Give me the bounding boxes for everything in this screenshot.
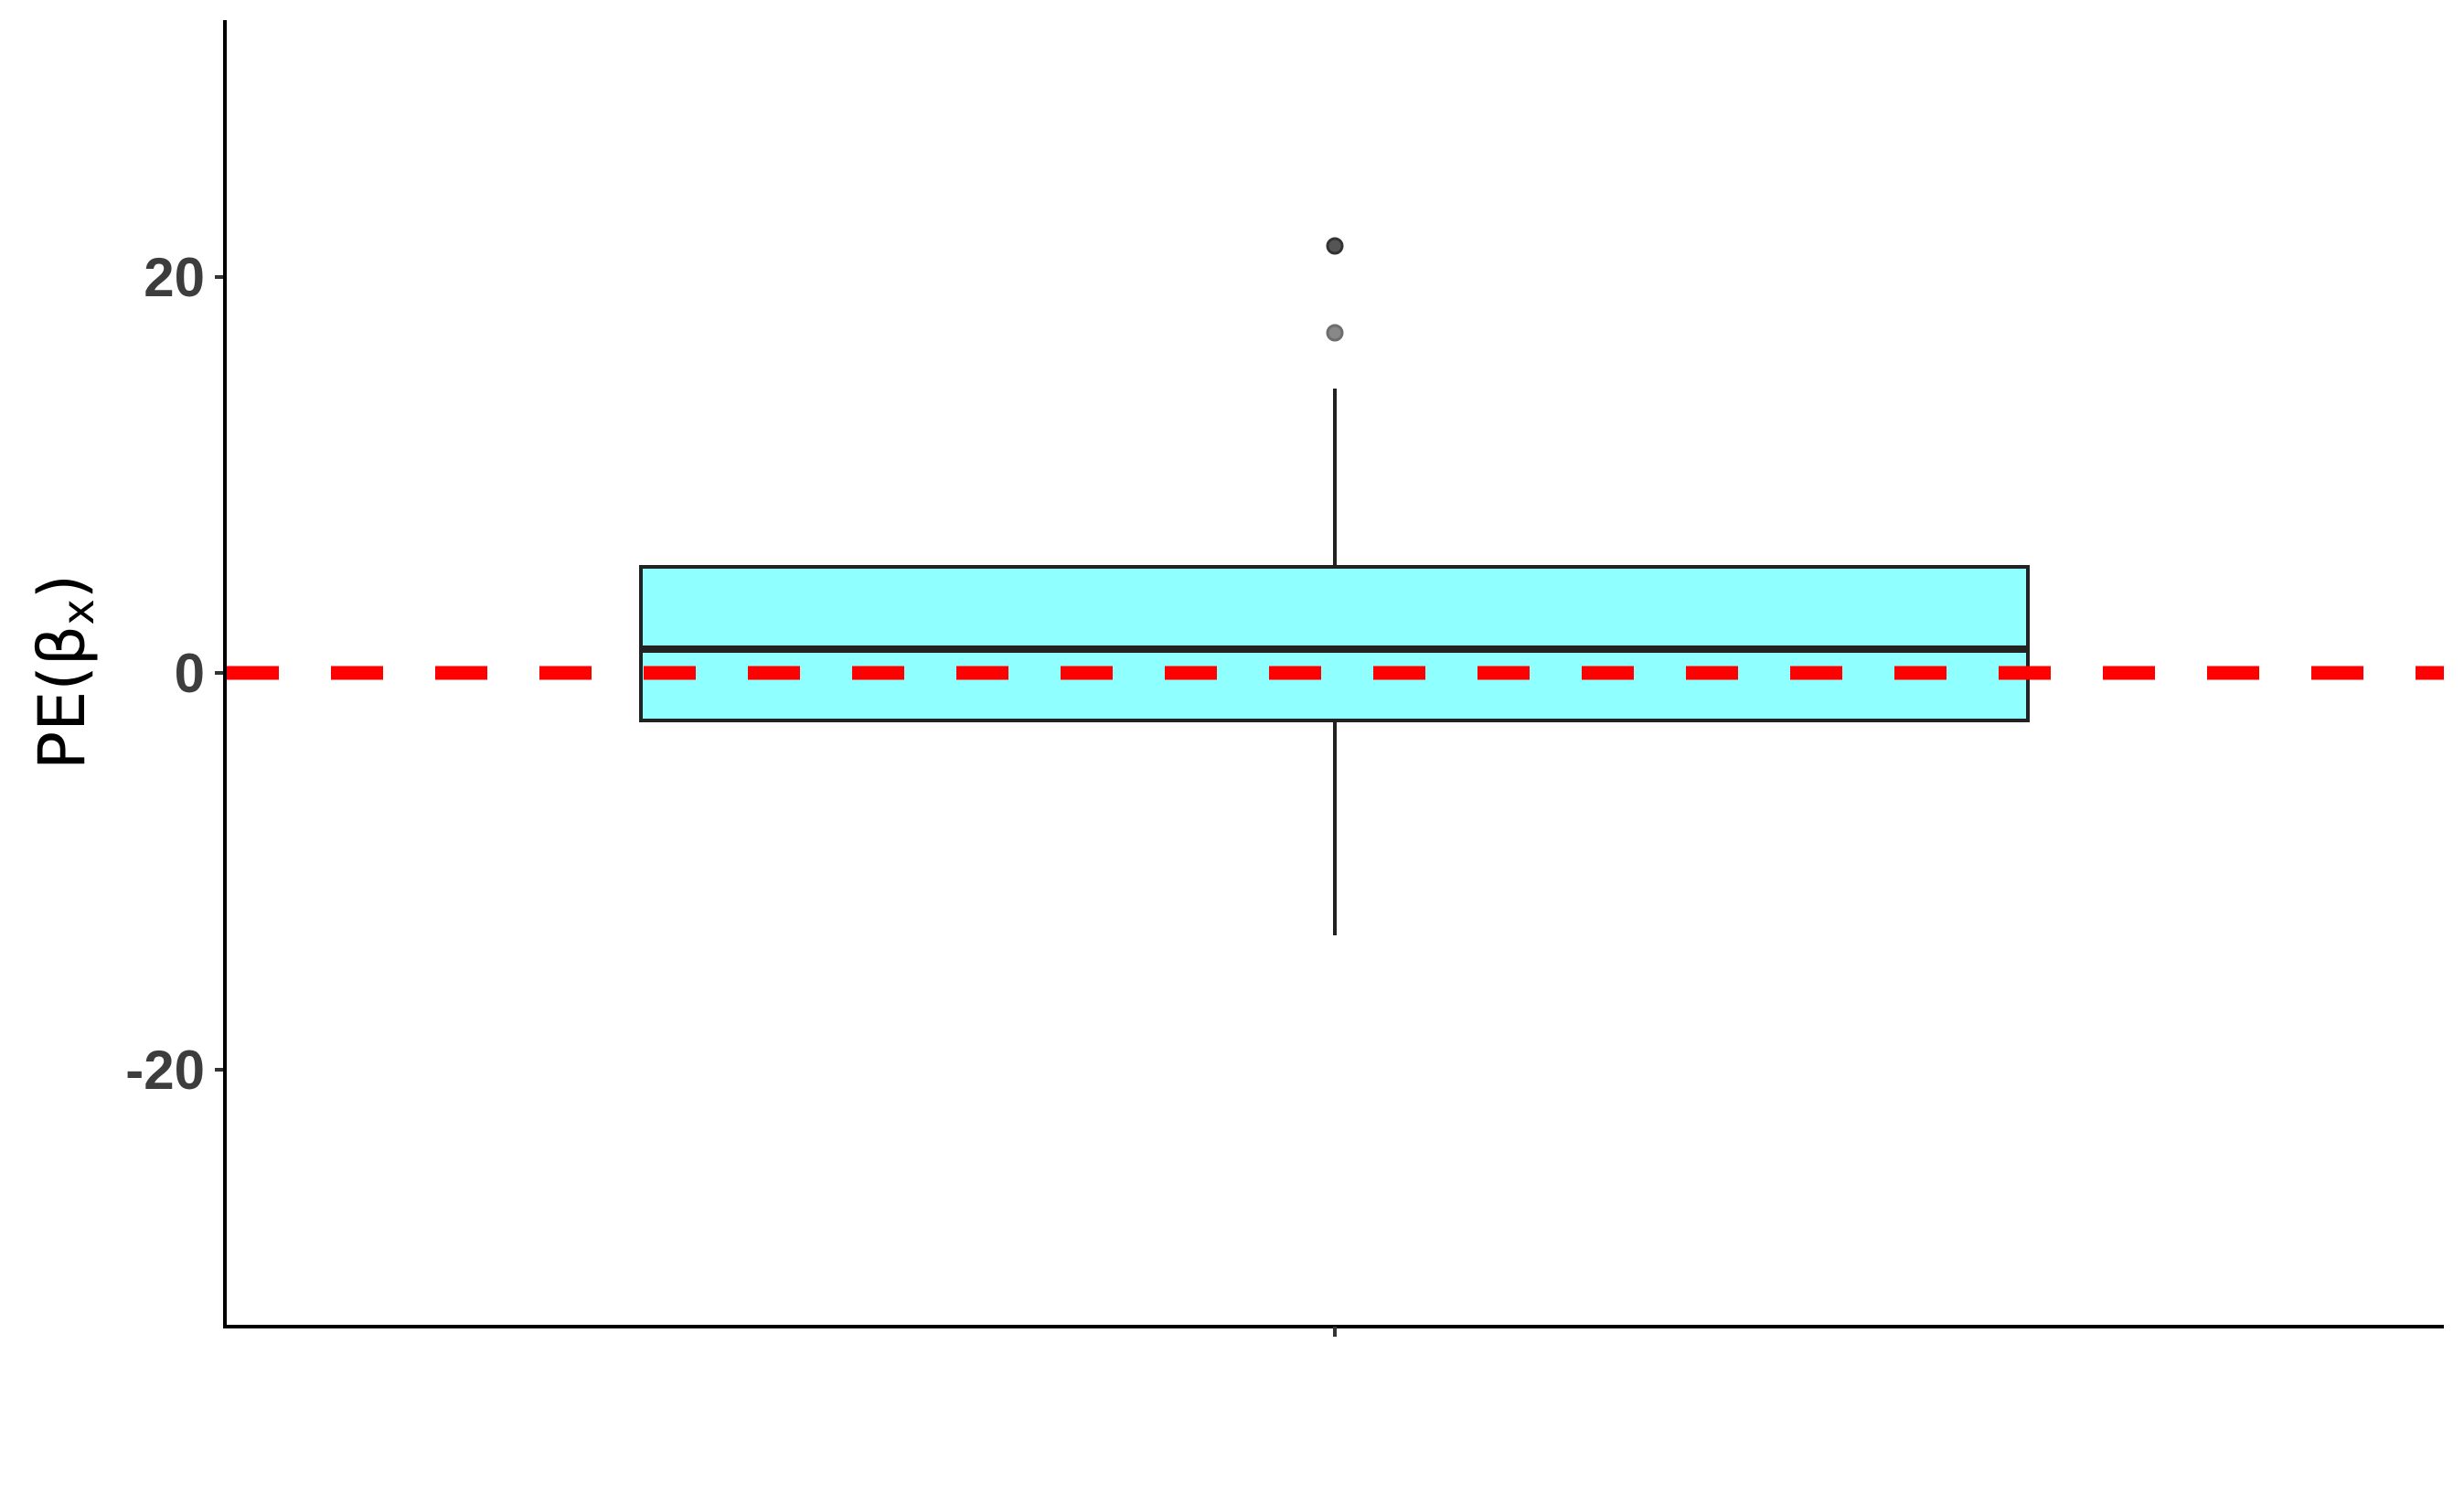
outliers: [1326, 237, 1344, 342]
y-tick-label-0: 0: [175, 643, 205, 704]
y-tick-label-neg20: -20: [125, 1040, 205, 1101]
y-tick-labels: 20 0 -20: [125, 247, 205, 1101]
y-axis-title: PE(βx): [25, 574, 104, 770]
outlier-point: [1326, 237, 1344, 255]
outlier-point: [1326, 324, 1344, 342]
box-iqr: [639, 565, 2030, 722]
y-tick-label-20: 20: [144, 247, 205, 308]
svg-text:PE(βx): PE(βx): [25, 574, 104, 770]
